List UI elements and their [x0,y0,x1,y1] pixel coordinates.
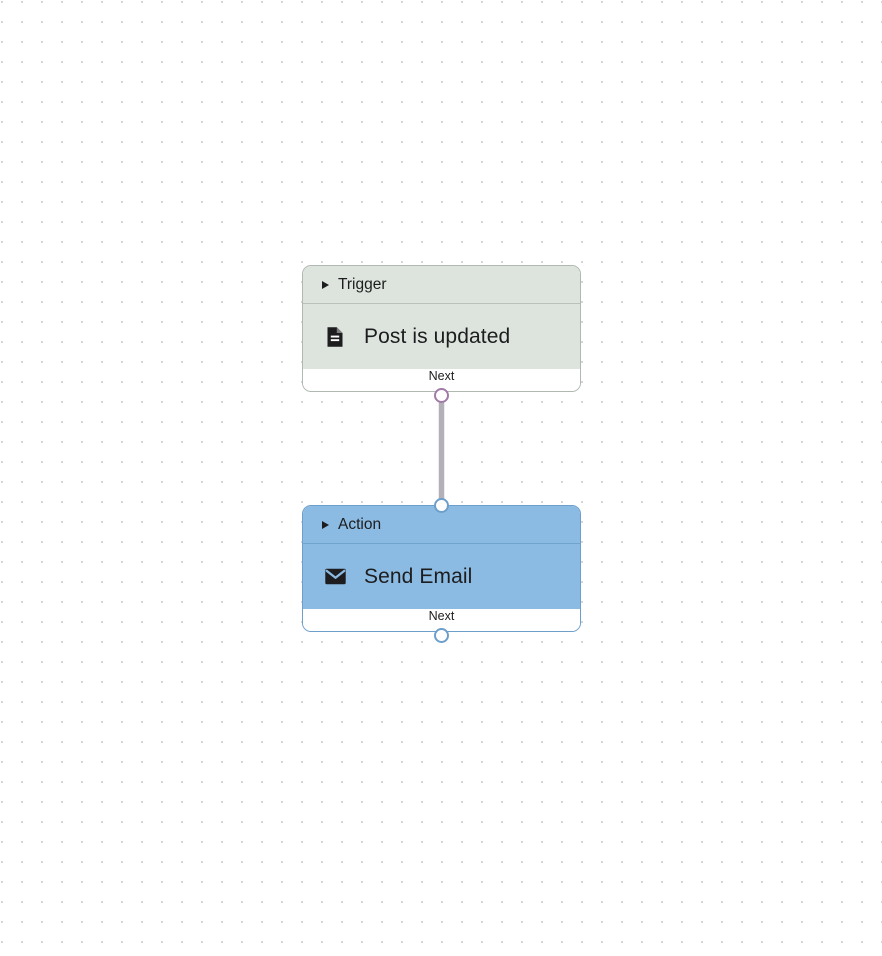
node-header-trigger[interactable]: Trigger [303,266,580,304]
document-icon [322,324,348,350]
port-label-next-trigger: Next [428,369,455,383]
node-title-action: Send Email [364,564,473,588]
node-footer-trigger: Next [303,369,580,391]
chevron-right-icon[interactable] [322,280,329,289]
envelope-icon [322,564,348,590]
port-action-in[interactable] [434,498,449,513]
port-label-next-action: Next [428,609,455,623]
workflow-node-action[interactable]: Action Send Email Next [302,505,581,632]
node-body-trigger[interactable]: Post is updated [303,304,580,369]
node-body-action[interactable]: Send Email [303,544,580,609]
node-footer-action: Next [303,609,580,631]
port-action-next[interactable] [434,628,449,643]
node-header-label: Action [338,515,382,533]
workflow-node-trigger[interactable]: Trigger Post is updated Next [302,265,581,392]
chevron-right-icon[interactable] [322,520,329,529]
node-title-trigger: Post is updated [364,324,511,348]
port-trigger-next[interactable] [434,388,449,403]
node-header-label: Trigger [338,275,387,293]
